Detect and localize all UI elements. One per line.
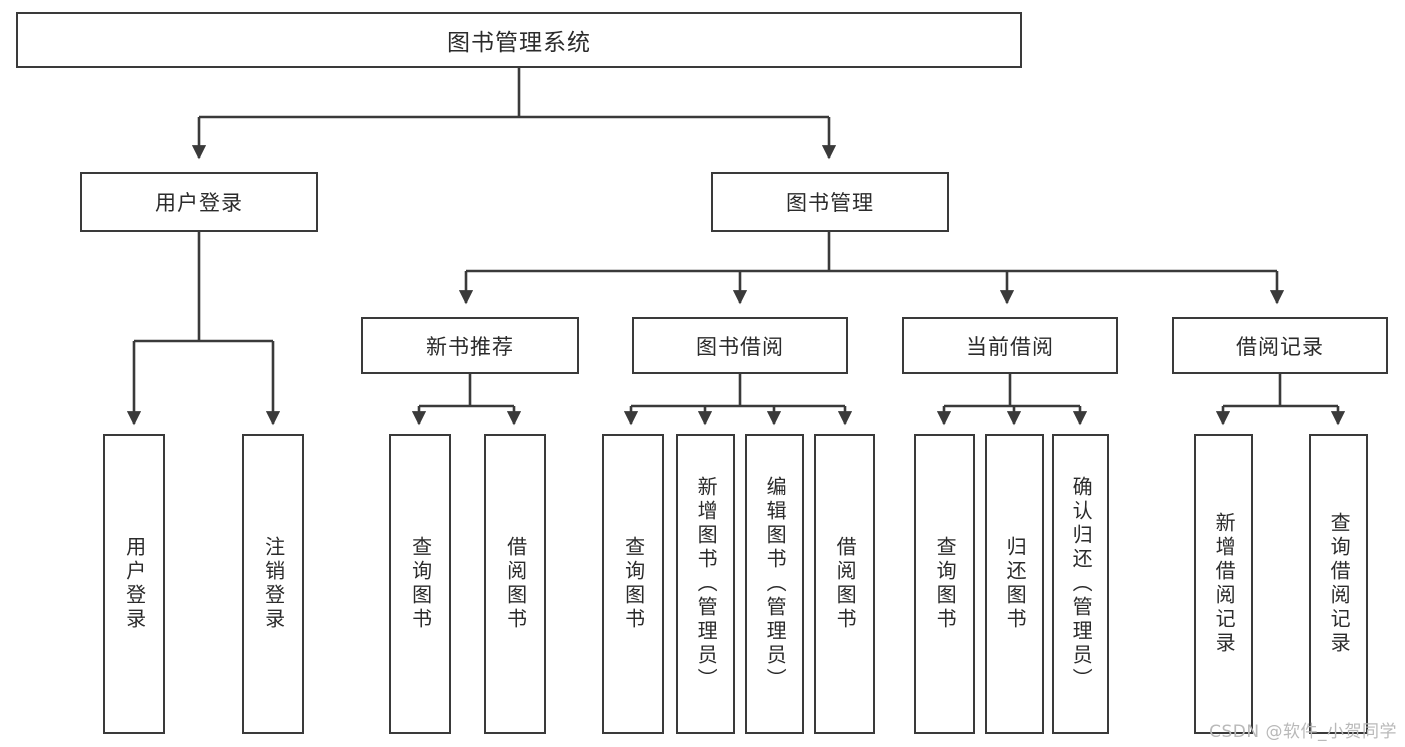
leaf-current-query-book[interactable]: 查询图书 bbox=[914, 434, 975, 734]
node-label: 查询图书 bbox=[933, 536, 958, 632]
node-label: 用户登录 bbox=[122, 536, 147, 632]
node-label: 新书推荐 bbox=[426, 334, 514, 359]
node-label: 归还图书 bbox=[1003, 536, 1028, 632]
leaf-record-query-record[interactable]: 查询借阅记录 bbox=[1309, 434, 1368, 734]
node-borrow-record[interactable]: 借阅记录 bbox=[1172, 317, 1388, 374]
node-label: 图书借阅 bbox=[696, 334, 784, 359]
leaf-new-book-query[interactable]: 查询图书 bbox=[389, 434, 451, 734]
leaf-current-confirm-return-admin[interactable]: 确认归还（管理员） bbox=[1052, 434, 1109, 734]
node-user-login[interactable]: 用户登录 bbox=[80, 172, 318, 232]
node-label: 注销登录 bbox=[261, 536, 286, 632]
leaf-new-book-borrow[interactable]: 借阅图书 bbox=[484, 434, 546, 734]
node-label: 图书管理 bbox=[786, 191, 874, 215]
leaf-user-login-login[interactable]: 用户登录 bbox=[103, 434, 165, 734]
node-label: 查询图书 bbox=[408, 536, 433, 632]
leaf-borrow-borrow-book[interactable]: 借阅图书 bbox=[814, 434, 875, 734]
node-label: 借阅图书 bbox=[503, 536, 528, 632]
node-current-borrow[interactable]: 当前借阅 bbox=[902, 317, 1118, 374]
node-label: 新增借阅记录 bbox=[1212, 512, 1237, 656]
node-label: 借阅图书 bbox=[833, 536, 858, 632]
node-root-system[interactable]: 图书管理系统 bbox=[16, 12, 1022, 68]
node-book-management[interactable]: 图书管理 bbox=[711, 172, 949, 232]
node-label: 编辑图书（管理员） bbox=[763, 476, 788, 692]
node-label: 图书管理系统 bbox=[447, 30, 591, 56]
leaf-record-add-record[interactable]: 新增借阅记录 bbox=[1194, 434, 1253, 734]
leaf-user-login-logout[interactable]: 注销登录 bbox=[242, 434, 304, 734]
node-label: 用户登录 bbox=[155, 191, 243, 215]
leaf-current-return-book[interactable]: 归还图书 bbox=[985, 434, 1044, 734]
leaf-borrow-query-book[interactable]: 查询图书 bbox=[602, 434, 664, 734]
node-label: 新增图书（管理员） bbox=[694, 476, 719, 692]
node-label: 借阅记录 bbox=[1236, 334, 1324, 359]
node-label: 查询图书 bbox=[621, 536, 646, 632]
node-new-book-recommend[interactable]: 新书推荐 bbox=[361, 317, 579, 374]
node-book-borrow[interactable]: 图书借阅 bbox=[632, 317, 848, 374]
node-label: 确认归还（管理员） bbox=[1069, 476, 1094, 692]
leaf-borrow-add-book-admin[interactable]: 新增图书（管理员） bbox=[676, 434, 735, 734]
watermark-text: CSDN @软件_小贺同学 bbox=[1209, 722, 1397, 742]
leaf-borrow-edit-book-admin[interactable]: 编辑图书（管理员） bbox=[745, 434, 804, 734]
node-label: 查询借阅记录 bbox=[1327, 512, 1352, 656]
node-label: 当前借阅 bbox=[966, 334, 1054, 359]
